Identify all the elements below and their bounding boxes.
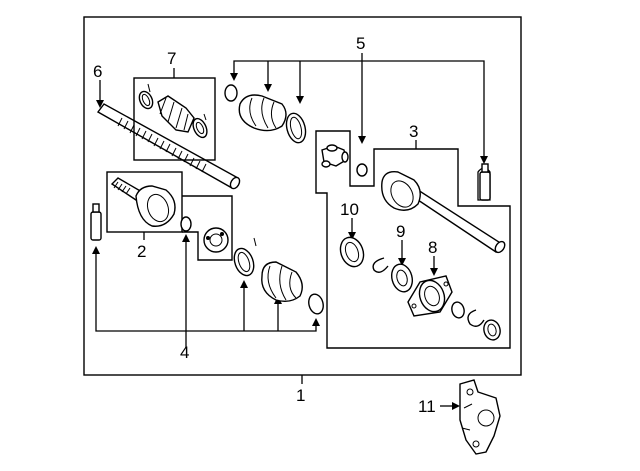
inner-joint-part[interactable]: [381, 167, 507, 254]
grease-tube-right[interactable]: [479, 163, 491, 201]
circlip-part[interactable]: [372, 257, 389, 273]
callout-10[interactable]: 10: [340, 200, 359, 219]
callout-4[interactable]: 4: [180, 343, 189, 362]
seal-part[interactable]: [389, 262, 416, 294]
small-ring-part[interactable]: [450, 301, 466, 320]
washer-part[interactable]: [482, 318, 503, 341]
callout-1[interactable]: 1: [296, 386, 305, 405]
inner-joint-frame: [315, 130, 511, 349]
inner-boot-part[interactable]: [224, 84, 309, 145]
callout-2[interactable]: 2: [137, 242, 146, 261]
grease-tube-left[interactable]: [90, 203, 102, 241]
callout-6[interactable]: 6: [93, 62, 102, 81]
outer-boot-part[interactable]: [231, 237, 326, 315]
callout-5[interactable]: 5: [356, 34, 365, 53]
snap-ring-2-part[interactable]: [467, 309, 485, 327]
snap-ring-part[interactable]: [356, 163, 368, 177]
tripod-part[interactable]: [321, 144, 349, 168]
shaft-part[interactable]: [96, 103, 241, 190]
boot-kit-part[interactable]: [137, 83, 210, 140]
snap-ring-3-part[interactable]: [180, 216, 192, 232]
callout-3[interactable]: 3: [409, 122, 418, 141]
bearing-part[interactable]: [407, 275, 453, 317]
dust-seal-part[interactable]: [337, 234, 368, 270]
callout-9[interactable]: 9: [396, 222, 405, 241]
cage-part[interactable]: [203, 227, 229, 253]
callout-11[interactable]: 11: [418, 397, 436, 416]
callout-7[interactable]: 7: [167, 49, 176, 68]
callout-8[interactable]: 8: [428, 238, 437, 257]
outer-joint-part[interactable]: [110, 177, 176, 227]
bracket-part[interactable]: [459, 379, 501, 455]
